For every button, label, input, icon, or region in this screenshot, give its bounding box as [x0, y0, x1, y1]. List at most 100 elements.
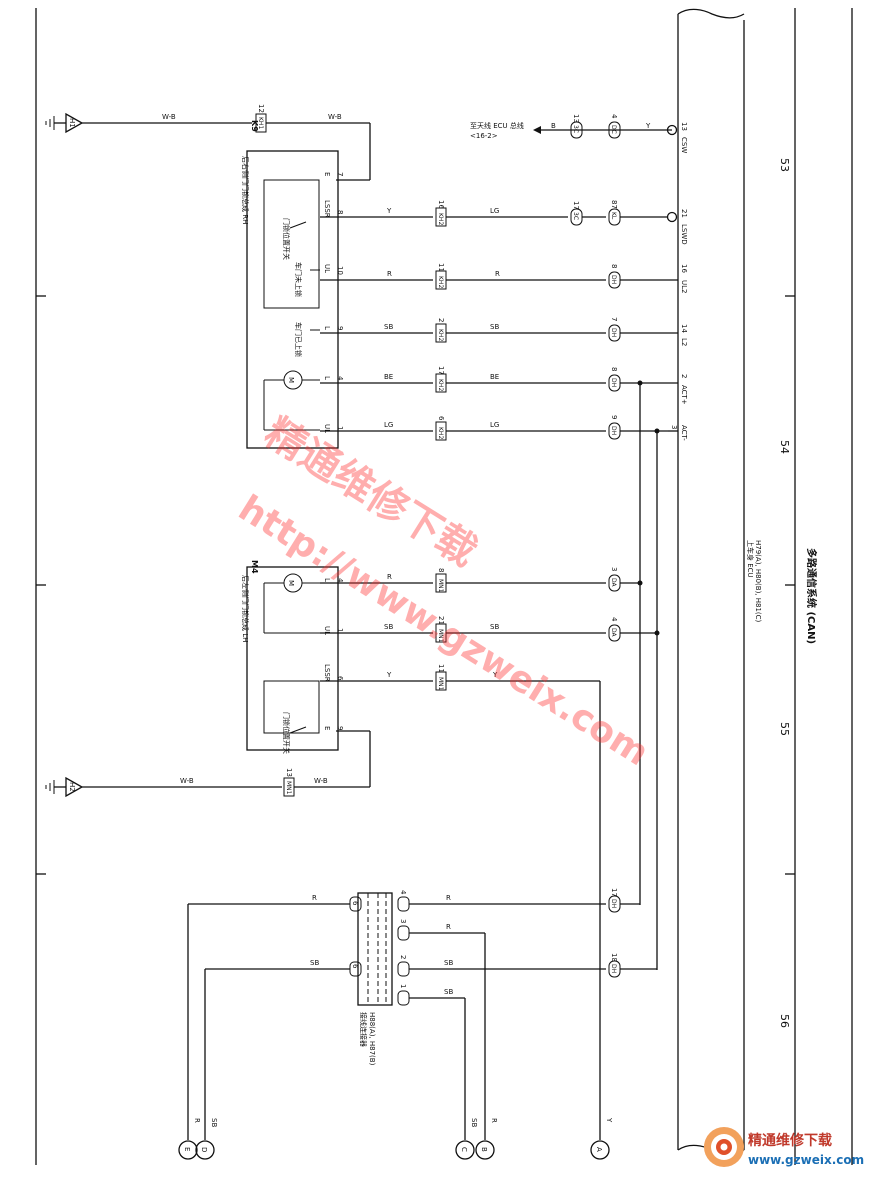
svg-text:R: R	[387, 573, 392, 581]
svg-text:KH2: KH2	[437, 213, 444, 225]
svg-text:R: R	[490, 1118, 498, 1123]
ecu-code: H79(A), H80(B), H81(C)	[754, 540, 762, 623]
svg-text:6: 6	[437, 416, 445, 421]
svg-text:3: 3	[399, 919, 407, 923]
junction-wires: R SB R 17 DH R SB 18 DH SB	[187, 888, 657, 1140]
svg-text:车门未上锁: 车门未上锁	[294, 262, 303, 297]
svg-text:LSSR: LSSR	[323, 200, 331, 218]
svg-text:16: 16	[680, 264, 688, 273]
k9-door-lock-rh: K9 后右侧门门锁总成 RH 门锁位置开关 车门未上锁 车门已上锁 M 7 E …	[241, 120, 344, 449]
act-vertical-lines	[639, 383, 678, 970]
ecu-body	[677, 8, 745, 1155]
svg-text:BE: BE	[384, 373, 393, 381]
svg-text:B: B	[551, 122, 556, 130]
svg-text:R: R	[446, 894, 451, 902]
ref-e	[178, 1140, 198, 1160]
ground-h2: H2 W-B 13 MN1 W-B	[45, 730, 371, 798]
svg-text:17: 17	[610, 888, 618, 897]
svg-text:21: 21	[680, 209, 688, 218]
page-number-53: 53	[778, 158, 791, 172]
svg-text:门锁位置开关: 门锁位置开关	[282, 712, 291, 754]
page-number-55: 55	[778, 722, 791, 736]
svg-text:Y: Y	[386, 207, 392, 215]
ref-b	[475, 1140, 495, 1160]
svg-text:W-B: W-B	[162, 113, 176, 121]
logo-text: 精通维修下载	[748, 1132, 832, 1149]
svg-text:M: M	[287, 377, 295, 383]
svg-text:UL: UL	[323, 424, 331, 433]
svg-text:接线连接器: 接线连接器	[359, 1012, 368, 1047]
svg-text:21: 21	[437, 616, 445, 625]
svg-text:R: R	[193, 1118, 201, 1123]
svg-text:4: 4	[399, 890, 407, 895]
section-ticks	[36, 295, 795, 875]
svg-text:8: 8	[336, 210, 344, 214]
svg-text:4: 4	[610, 617, 618, 622]
svg-text:SB: SB	[444, 959, 453, 967]
svg-text:K9: K9	[250, 120, 259, 132]
logo-url: www.gzweix.com	[748, 1153, 864, 1167]
svg-text:门锁位置开关: 门锁位置开关	[282, 218, 291, 260]
svg-text:SB: SB	[490, 623, 499, 631]
svg-text:LG: LG	[490, 421, 499, 429]
svg-text:3: 3	[670, 425, 678, 429]
ref-d	[195, 1140, 215, 1160]
svg-text:1: 1	[336, 426, 344, 430]
svg-text:14: 14	[680, 324, 688, 333]
svg-text:DH: DH	[610, 964, 617, 973]
svg-text:7: 7	[610, 317, 618, 321]
svg-text:BE: BE	[490, 373, 499, 381]
m4-wire-l: R 8 MN1 3 DA	[320, 567, 643, 593]
svg-text:87: 87	[610, 200, 618, 209]
k9-wire-lssr: Y 16 KH2 LG 17 3C 87 KL	[320, 200, 668, 227]
svg-text:L: L	[323, 326, 331, 330]
svg-text:ACT+: ACT+	[680, 385, 688, 405]
svg-text:13: 13	[572, 114, 580, 123]
svg-text:8: 8	[610, 367, 618, 371]
k9-wire-act-minus: LG 6 KH2 LG 9 DH	[320, 415, 668, 441]
svg-text:2: 2	[437, 318, 445, 322]
ref-a	[590, 1140, 610, 1160]
svg-text:UL: UL	[323, 626, 331, 635]
svg-text:至天线 ECU 总线: 至天线 ECU 总线	[470, 121, 524, 130]
svg-text:L: L	[323, 578, 331, 582]
svg-text:KH2: KH2	[437, 276, 444, 288]
svg-text:H1: H1	[68, 118, 76, 128]
svg-text:9: 9	[336, 726, 344, 730]
svg-text:SB: SB	[310, 959, 319, 967]
svg-text:11: 11	[437, 263, 445, 272]
svg-text:SB: SB	[384, 623, 393, 631]
svg-text:9: 9	[610, 415, 618, 419]
svg-text:16: 16	[437, 200, 445, 209]
svg-text:DH: DH	[610, 328, 617, 337]
svg-text:UL2: UL2	[680, 280, 688, 293]
svg-text:MN1: MN1	[437, 579, 444, 593]
svg-text:E: E	[183, 1147, 191, 1151]
svg-text:6: 6	[336, 676, 344, 681]
svg-text:10: 10	[336, 266, 344, 275]
svg-text:LG: LG	[384, 421, 393, 429]
k9-wire-ul2: R 11 KH2 R 8 DH	[320, 263, 678, 290]
svg-text:MN1: MN1	[437, 677, 444, 691]
svg-text:Y: Y	[605, 1117, 613, 1123]
svg-text:KL: KL	[610, 212, 617, 220]
page-number-56: 56	[778, 1014, 791, 1028]
svg-text:KH1: KH1	[257, 117, 264, 129]
svg-text:W-B: W-B	[328, 113, 342, 121]
svg-text:SB: SB	[470, 1118, 478, 1127]
svg-text:KH2: KH2	[437, 329, 444, 341]
svg-text:后右侧门门锁总成 RH: 后右侧门门锁总成 RH	[241, 156, 250, 224]
ground-h1: H1 W-B 12 KH1 W-B	[45, 104, 371, 181]
bottom-refs: E R D SB C SB B R A Y	[178, 1117, 613, 1160]
svg-text:L2: L2	[680, 338, 688, 346]
svg-text:L: L	[323, 376, 331, 380]
svg-text:M: M	[287, 580, 295, 586]
svg-text:H2: H2	[68, 782, 76, 792]
svg-text:W-B: W-B	[180, 777, 194, 785]
svg-text:7: 7	[336, 172, 344, 176]
svg-text:DH: DH	[610, 275, 617, 284]
svg-text:R: R	[312, 894, 317, 902]
svg-text:17: 17	[437, 366, 445, 375]
svg-text:DH: DH	[610, 378, 617, 387]
